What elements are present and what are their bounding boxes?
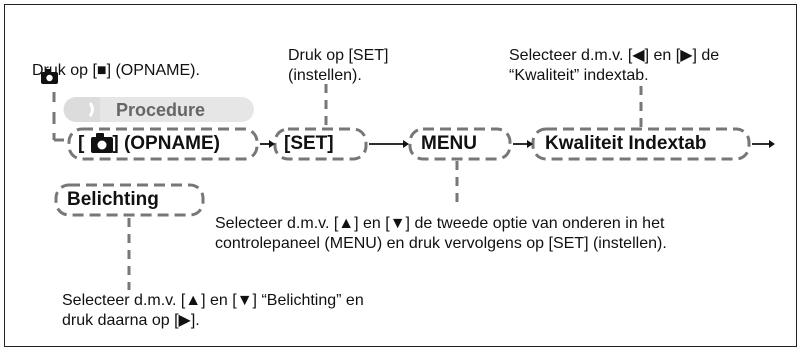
- note-step4-line1: Selecteer d.m.v. [▲] en [▼] de tweede op…: [215, 215, 665, 232]
- box-opname: [] (OPNAME): [78, 133, 220, 154]
- camera-icon: [41, 69, 58, 84]
- flow-arrows: [260, 140, 775, 148]
- note-step2: Druk op [SET] (instellen).: [288, 46, 388, 86]
- note-step3-line1: Selecteer d.m.v. [◀] en [▶] de: [509, 47, 720, 64]
- procedure-tab: [63, 97, 254, 122]
- note-step4-line2: controlepaneel (MENU) en druk vervolgens…: [215, 235, 667, 252]
- box-menu: MENU: [421, 133, 477, 154]
- note-step2-line1: Druk op [SET]: [288, 47, 389, 64]
- note-step5-line2: druk daarna op [▶].: [62, 312, 200, 329]
- box-kwaliteit: Kwaliteit Indextab: [545, 133, 707, 154]
- note-step2-line2: (instellen).: [288, 67, 362, 84]
- note-step4: Selecteer d.m.v. [▲] en [▼] de tweede op…: [215, 214, 667, 254]
- box-set: [SET]: [284, 133, 334, 154]
- box-opname-label: (OPNAME): [123, 133, 220, 154]
- vertical-connectors: [127, 84, 643, 290]
- procedure-label: Procedure: [116, 100, 206, 120]
- note-step5: Selecteer d.m.v. [▲] en [▼] “Belichting”…: [62, 291, 364, 331]
- note-step1-text: Druk op [■] (OPNAME).: [32, 62, 200, 79]
- camera-icon: [91, 133, 113, 153]
- note-step5-line1: Selecteer d.m.v. [▲] en [▼] “Belichting”…: [62, 292, 364, 309]
- box-belichting: Belichting: [67, 189, 159, 210]
- note-step3: Selecteer d.m.v. [◀] en [▶] de “Kwalitei…: [509, 46, 719, 86]
- note-step3-line2: “Kwaliteit” indextab.: [509, 67, 649, 84]
- diagram-frame: [4, 4, 797, 347]
- note-step1: Druk op [■] (OPNAME).: [32, 61, 200, 81]
- connector-step1: [52, 92, 64, 142]
